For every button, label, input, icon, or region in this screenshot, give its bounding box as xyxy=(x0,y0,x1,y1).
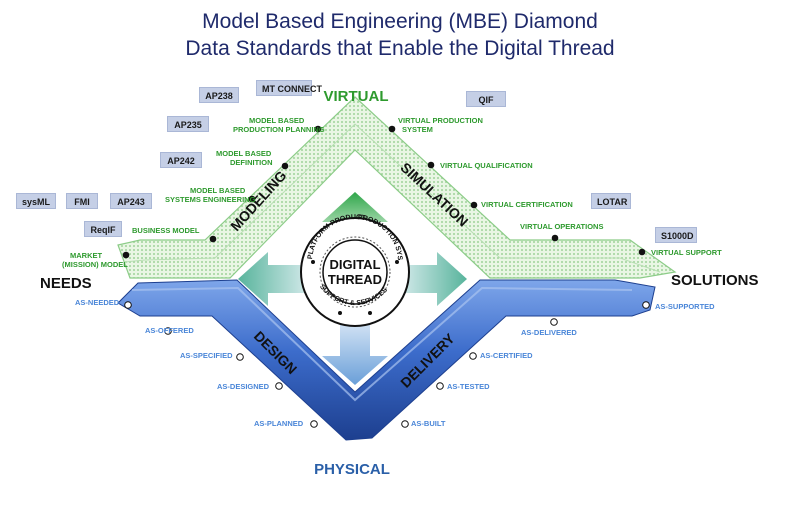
title-line-2: Data Standards that Enable the Digital T… xyxy=(185,37,615,60)
label-as-tested: AS-TESTED xyxy=(447,382,490,391)
label-systems-eng-1: MODEL BASED xyxy=(190,186,246,195)
standard-sysml: sysML xyxy=(16,193,56,209)
hub-text-line-2: THREAD xyxy=(328,272,382,287)
label-as-delivered: AS-DELIVERED xyxy=(521,328,577,337)
down-arrow xyxy=(322,320,388,385)
label-as-certified: AS-CERTIFIED xyxy=(480,351,533,360)
label-prod-planning-2: PRODUCTION PLANNING xyxy=(233,125,325,134)
diagram-title: Model Based Engineering (MBE) Diamond Da… xyxy=(0,8,800,62)
label-as-supported: AS-SUPPORTED xyxy=(655,302,715,311)
standard-qif: QIF xyxy=(466,91,506,107)
corner-solutions: SOLUTIONS xyxy=(671,272,759,289)
label-market-model-1: MARKET xyxy=(70,251,102,260)
label-prod-system-2: SYSTEM xyxy=(402,125,433,134)
standard-ap238: AP238 xyxy=(199,87,239,103)
left-arrow xyxy=(238,252,312,306)
physical-stage-dots xyxy=(124,301,650,428)
standard-lotar: LOTAR xyxy=(591,193,631,209)
label-virtual-operations: VIRTUAL OPERATIONS xyxy=(520,222,603,231)
label-as-specified: AS-SPECIFIED xyxy=(180,351,233,360)
label-definition-2: DEFINITION xyxy=(230,158,273,167)
standard-s1000d: S1000D xyxy=(655,227,697,243)
label-definition-1: MODEL BASED xyxy=(216,149,272,158)
standard-reqif: ReqIF xyxy=(84,221,122,237)
virtual-band xyxy=(117,96,677,279)
standard-ap242: AP242 xyxy=(160,152,202,168)
label-as-needed: AS-NEEDED xyxy=(75,298,120,307)
label-virtual-support: VIRTUAL SUPPORT xyxy=(651,248,722,257)
center-arrows xyxy=(238,192,467,385)
label-prod-planning-1: MODEL BASED xyxy=(249,116,305,125)
label-prod-system-1: VIRTUAL PRODUCTION xyxy=(398,116,483,125)
label-as-designed: AS-DESIGNED xyxy=(217,382,270,391)
standard-ap235: AP235 xyxy=(167,116,209,132)
label-as-built: AS-BUILT xyxy=(411,419,446,428)
virtual-stage-dots xyxy=(122,125,646,259)
label-systems-eng-2: SYSTEMS ENGINEERING xyxy=(165,195,256,204)
label-business-model: BUSINESS MODEL xyxy=(132,226,200,235)
up-arrow xyxy=(322,192,388,238)
standard-fmi: FMI xyxy=(66,193,98,209)
corner-virtual: VIRTUAL xyxy=(324,88,389,105)
label-as-planned: AS-PLANNED xyxy=(254,419,304,428)
corner-needs: NEEDS xyxy=(40,275,92,292)
label-as-offered: AS-OFFERED xyxy=(145,326,194,335)
label-virtual-certification: VIRTUAL CERTIFICATION xyxy=(481,200,573,209)
title-line-1: Model Based Engineering (MBE) Diamond xyxy=(202,10,598,33)
hub-text-line-1: DIGITAL xyxy=(329,257,380,272)
standard-mtconnect: MT CONNECT xyxy=(256,80,322,96)
label-virtual-qualification: VIRTUAL QUALIFICATION xyxy=(440,161,533,170)
corner-physical: PHYSICAL xyxy=(314,461,390,478)
standard-ap243: AP243 xyxy=(110,193,152,209)
right-arrow xyxy=(398,252,467,306)
physical-band xyxy=(117,279,656,441)
label-market-model-2: (MISSION) MODEL xyxy=(62,260,128,269)
